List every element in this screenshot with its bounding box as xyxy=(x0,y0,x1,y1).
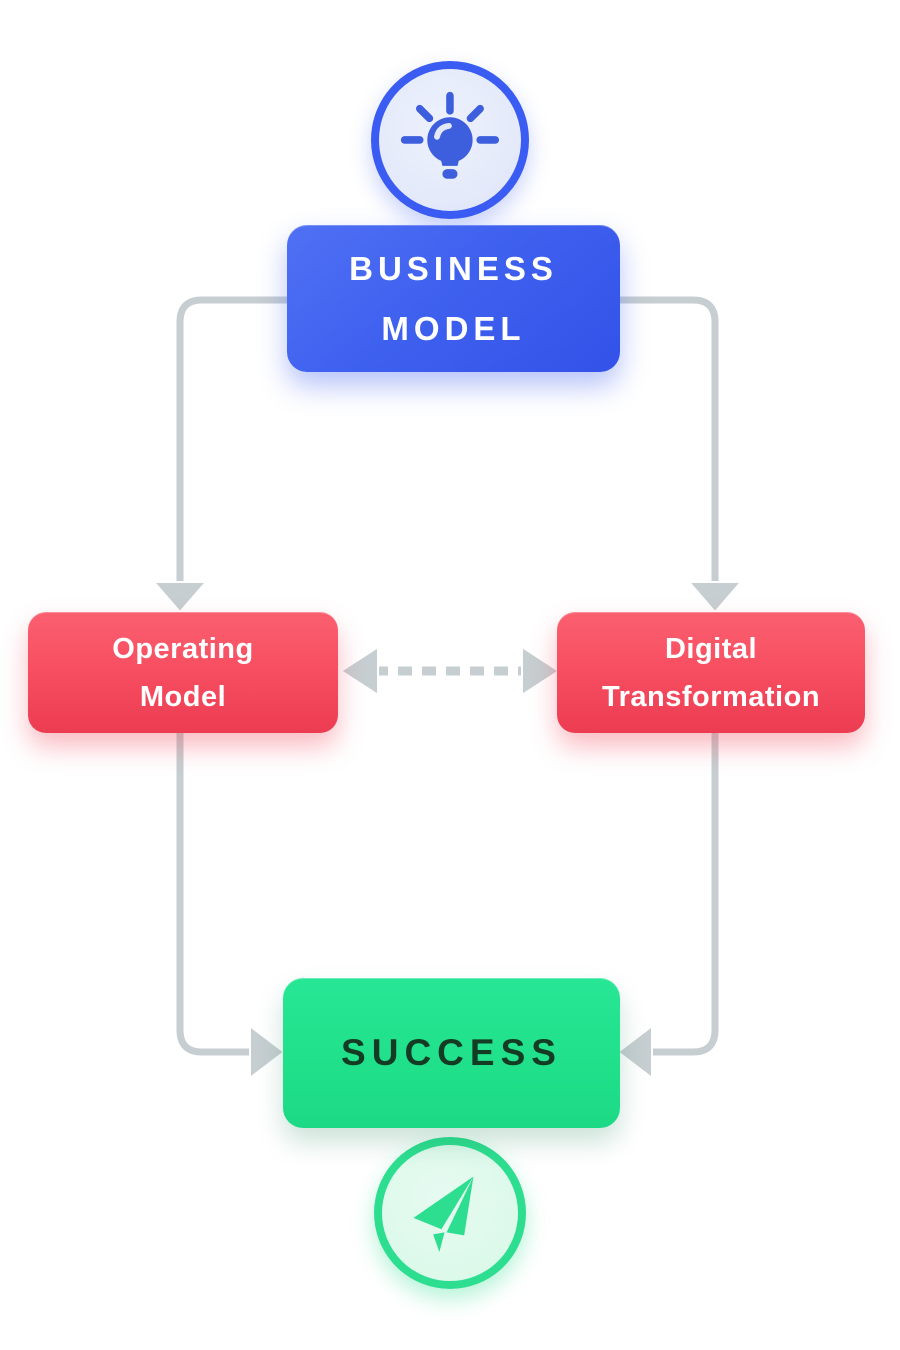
arrowhead-dashed-right xyxy=(521,646,560,696)
arrowhead-into-digital-top xyxy=(688,581,742,613)
launch-badge xyxy=(374,1137,526,1289)
connector-operating-to-success xyxy=(176,733,250,1056)
arrowhead-into-success-right xyxy=(617,1025,653,1079)
lightbulb-icon xyxy=(400,91,500,179)
paper-plane-icon xyxy=(413,1176,474,1253)
node-success: SUCCESS xyxy=(283,978,620,1128)
operating-model-label: Operating Model xyxy=(112,632,254,713)
node-business-model: BUSINESS MODEL xyxy=(287,225,620,372)
success-label: SUCCESS xyxy=(341,1032,562,1073)
node-operating-model: Operating Model xyxy=(28,612,338,733)
digital-transformation-label: Digital Transformation xyxy=(601,632,821,713)
connector-business-to-operating xyxy=(176,296,287,582)
business-model-label: BUSINESS MODEL xyxy=(349,249,558,347)
connector-business-to-digital xyxy=(620,296,719,582)
connector-digital-to-success xyxy=(652,733,719,1056)
arrowhead-into-success-left xyxy=(249,1025,285,1079)
idea-badge xyxy=(371,61,529,219)
arrowhead-into-operating-top xyxy=(153,581,207,613)
node-digital-transformation: Digital Transformation xyxy=(557,612,865,733)
arrowhead-dashed-left xyxy=(340,646,379,696)
